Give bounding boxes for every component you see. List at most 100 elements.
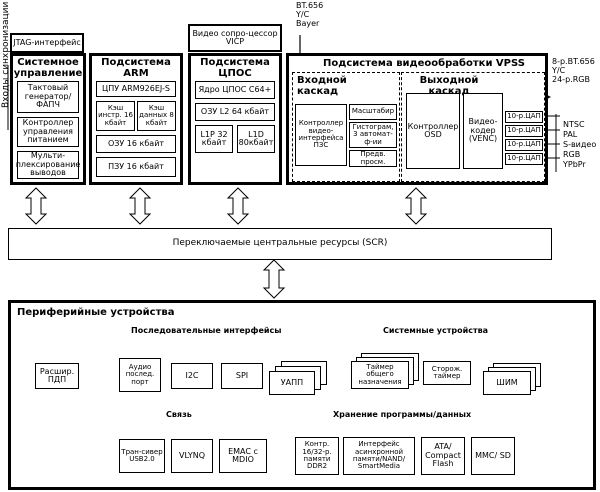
edma-box: Расшир. ПДП xyxy=(35,363,79,389)
system-devices-title: Системные устройства xyxy=(383,326,489,335)
l1d-box: L1D 80кбайт xyxy=(237,125,275,153)
mmc-label: MMC/ SD xyxy=(475,450,511,460)
pin-mux-label: Мульти-плексирование выводов xyxy=(15,151,81,178)
arm-title: Подсистема ARM xyxy=(101,57,171,79)
usb-box: Тран-сивер USB2.0 xyxy=(119,439,165,473)
jtag-label: JTAG-интерфейс xyxy=(13,37,81,47)
dac-box-3: 10-р.ЦАП xyxy=(505,139,543,151)
dsp-subsystem-block: Подсистема ЦПОС Ядро ЦПОС C64+ ОЗУ L2 64… xyxy=(188,53,282,185)
gp-timer-stack: Таймер общего назначения xyxy=(351,353,423,393)
dac-label-2: 10-р.ЦАП xyxy=(507,126,541,135)
resizer-box: Масштабир xyxy=(349,104,397,120)
power-controller-box: Контроллер управления питанием xyxy=(17,117,79,147)
arm-subsystem-block: Подсистема ARM ЦПУ ARM926EJ-S Кэш инстр.… xyxy=(89,53,183,185)
peripherals-block: Периферийные устройства Последовательные… xyxy=(8,300,596,490)
arm-ram-box: ОЗУ 16 кбайт xyxy=(96,135,176,153)
scr-label: Переключаемые центральные ресурсы (SCR) xyxy=(172,238,388,249)
ata-label: ATA/ Compact Flash xyxy=(425,442,461,469)
histogram-label: Гистограм, 3 автомат-ф-ии xyxy=(352,122,394,146)
dac-label-3: 10-р.ЦАП xyxy=(507,140,541,149)
vpss-block: Подсистема видеообработки VPSS Входной к… xyxy=(286,53,548,185)
watchdog-label: Сторож. таймер xyxy=(431,364,463,380)
arm-rom-label: ПЗУ 16 кбайт xyxy=(108,161,164,171)
emac-box: EMAC с MDIO xyxy=(219,439,267,473)
emac-label: EMAC с MDIO xyxy=(228,446,258,464)
jtag-box: JTAG-интерфейс xyxy=(10,33,84,53)
power-controller-label: Контроллер управления питанием xyxy=(22,118,74,145)
vicp-box: Видео сопро-цессор VICP xyxy=(188,24,282,52)
bt-input-label: BT.656 Y/C Bayer xyxy=(296,1,324,28)
preview-label: Предв. просм. xyxy=(360,150,386,166)
venc-label: Видео-кодер (VENC) xyxy=(468,117,498,144)
ddr2-box: Контр. 16/32-р. памяти DDR2 xyxy=(295,437,339,475)
vpss-scr-arrow xyxy=(404,187,428,225)
uart-box: УАПП xyxy=(269,371,315,395)
dac-label-4: 10-р.ЦАП xyxy=(507,154,541,163)
arm-ram-label: ОЗУ 16 кбайт xyxy=(107,138,165,148)
gp-timer-label: Таймер общего назначения xyxy=(358,362,402,386)
dac-box-4: 10-р.ЦАП xyxy=(505,153,543,165)
scr-periph-arrow xyxy=(262,259,286,299)
vlynq-label: VLYNQ xyxy=(178,450,206,460)
l1p-label: L1P 32 кбайт xyxy=(200,129,228,147)
osd-box: Контроллер OSD xyxy=(406,93,460,169)
ccdc-box: Контроллер видео-интерфейса ПЗС xyxy=(295,104,347,166)
storage-title: Хранение программы/данных xyxy=(333,410,472,419)
dac-label-1: 10-р.ЦАП xyxy=(507,112,541,121)
digital-out-label: 8-р.BT.656 Y/C 24-р.RGB xyxy=(552,57,595,84)
l2-ram-box: ОЗУ L2 64 кбайт xyxy=(195,103,275,121)
dsp-title: Подсистема ЦПОС xyxy=(200,57,270,79)
icache-box: Кэш инстр. 16 кбайт xyxy=(96,101,135,131)
vicp-label: Видео сопро-цессор VICP xyxy=(192,28,278,46)
front-end-block: Входной каскад Контроллер видео-интерфей… xyxy=(292,72,400,182)
serial-title: Последовательные интерфейсы xyxy=(131,326,282,335)
mmc-box: MMC/ SD xyxy=(471,437,515,475)
gp-timer-box: Таймер общего назначения xyxy=(351,361,409,389)
ccdc-label: Контроллер видео-интерфейса ПЗС xyxy=(298,119,344,150)
ata-box: ATA/ Compact Flash xyxy=(421,437,465,475)
icache-label: Кэш инстр. 16 кбайт xyxy=(98,103,133,127)
venc-box: Видео-кодер (VENC) xyxy=(463,93,503,169)
dsp-core-label: Ядро ЦПОС C64+ xyxy=(198,84,272,94)
uart-label: УАПП xyxy=(280,377,304,387)
histogram-box: Гистограм, 3 автомат-ф-ии xyxy=(349,122,397,148)
vlynq-box: VLYNQ xyxy=(171,439,213,473)
system-control-block: Системное управление Тактовый генератор/… xyxy=(10,53,86,185)
scr-bar: Переключаемые центральные ресурсы (SCR) xyxy=(8,228,552,260)
vpss-title: Подсистема видеообработки VPSS xyxy=(323,58,525,69)
arm-cpu-box: ЦПУ ARM926EJ-S xyxy=(96,81,176,97)
osd-label: Контроллер OSD xyxy=(407,121,459,139)
comm-title: Связь xyxy=(166,410,192,419)
resizer-label: Масштабир xyxy=(351,107,395,116)
system-control-title: Системное управление xyxy=(13,57,83,79)
async-mem-box: Интерфейс асинхронной памяти/NAND/ Smart… xyxy=(343,437,415,475)
pwm-label: ШИМ xyxy=(496,377,518,387)
peripherals-title: Периферийные устройства xyxy=(17,307,175,318)
pin-mux-box: Мульти-плексирование выводов xyxy=(15,151,81,179)
audio-port-label: Аудио послед. порт xyxy=(125,362,155,386)
audio-port-box: Аудио послед. порт xyxy=(119,358,161,392)
usb-label: Тран-сивер USB2.0 xyxy=(121,447,163,463)
async-mem-label: Интерфейс асинхронной памяти/NAND/ Smart… xyxy=(352,440,406,471)
back-end-block: Выходной каскад Контроллер OSD Видео-код… xyxy=(401,72,545,182)
back-end-title: Выходной каскад xyxy=(419,75,479,97)
dac-box-1: 10-р.ЦАП xyxy=(505,111,543,123)
clock-pll-box: Тактовый генератор/ ФАПЧ xyxy=(17,81,79,113)
dcache-label: Кэш данных 8 кбайт xyxy=(139,103,174,127)
pwm-stack: ШИМ xyxy=(483,363,545,399)
dcache-box: Кэш данных 8 кбайт xyxy=(137,101,176,131)
watchdog-box: Сторож. таймер xyxy=(423,361,471,385)
edma-label: Расшир. ПДП xyxy=(39,366,75,384)
dac-box-2: 10-р.ЦАП xyxy=(505,125,543,137)
l1d-label: L1D 80кбайт xyxy=(238,129,274,147)
dsp-core-box: Ядро ЦПОС C64+ xyxy=(195,81,275,99)
spi-label: SPI xyxy=(235,370,249,380)
sys-scr-arrow xyxy=(24,187,48,225)
preview-box: Предв. просм. xyxy=(349,150,397,167)
l2-ram-label: ОЗУ L2 64 кбайт xyxy=(200,106,270,116)
arm-scr-arrow xyxy=(128,187,152,225)
spi-box: SPI xyxy=(221,363,263,389)
i2c-label: I2C xyxy=(185,370,199,380)
ddr2-label: Контр. 16/32-р. памяти DDR2 xyxy=(302,440,332,471)
